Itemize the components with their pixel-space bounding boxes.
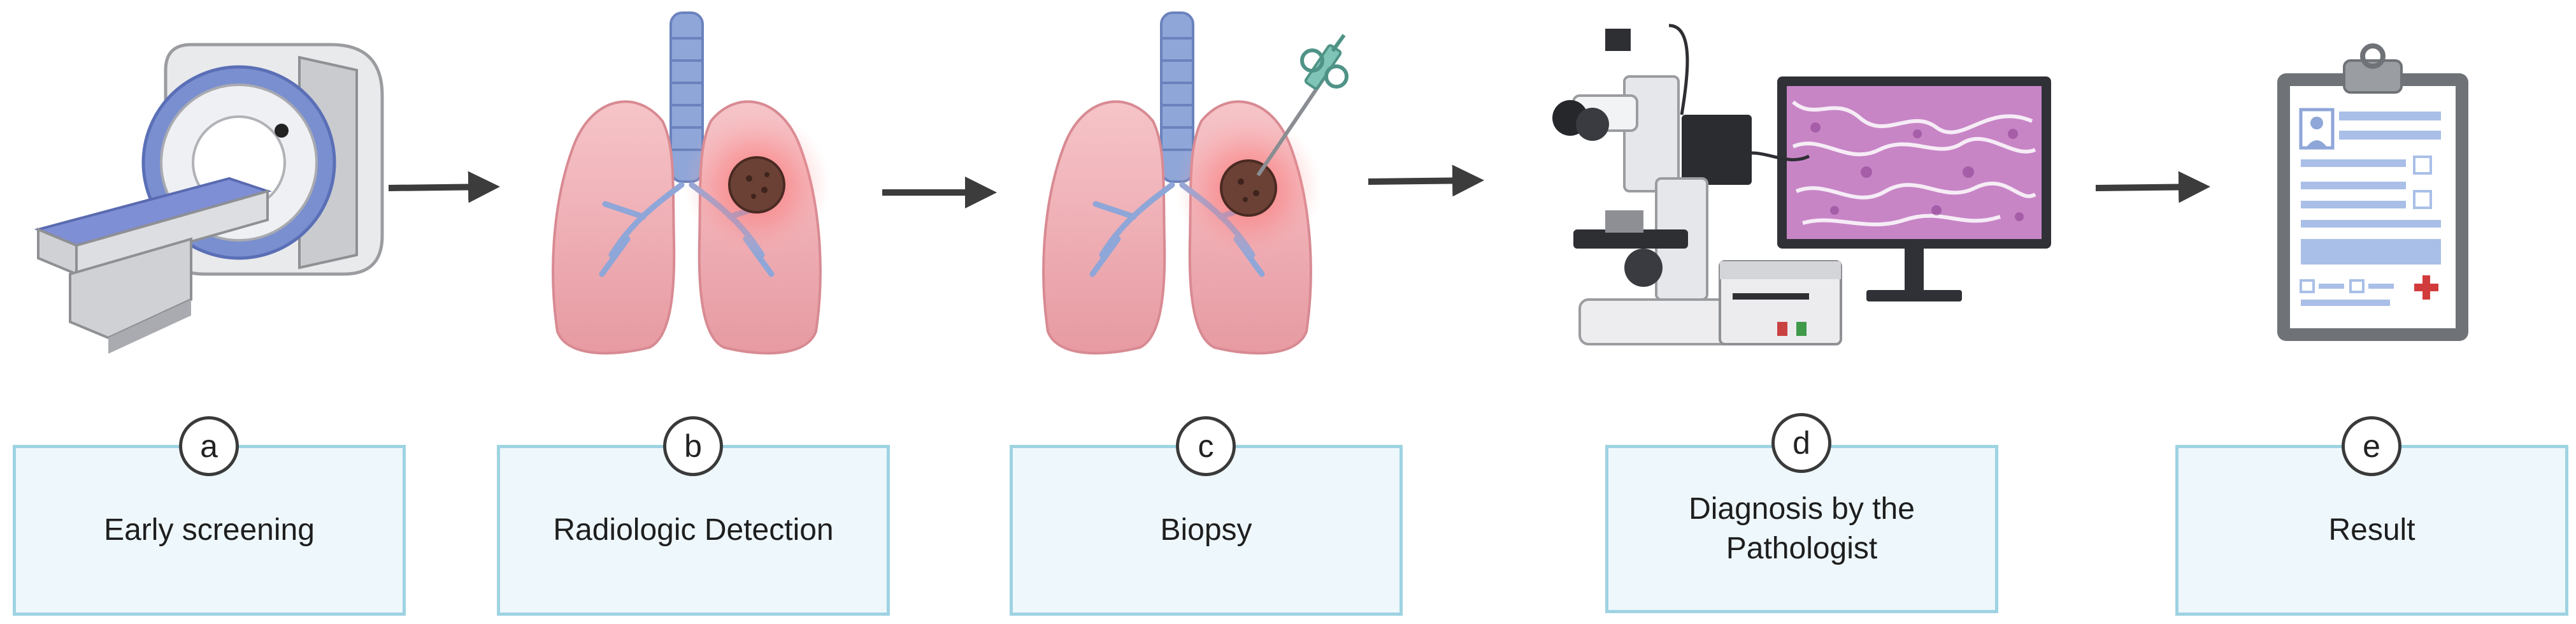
- step-label: Biopsy: [1160, 513, 1252, 547]
- step-box-diagnosis-by-pathologist: Diagnosis by the Pathologist: [1605, 445, 1998, 613]
- arrow-c-to-d: [1368, 164, 1484, 197]
- step-label: Result: [2328, 513, 2415, 547]
- microscope-and-monitor-icon: [1552, 24, 2051, 345]
- step-label: Early screening: [104, 513, 315, 547]
- lungs-with-tumor-icon: [552, 11, 830, 355]
- clipboard-report-icon: [2277, 43, 2468, 341]
- arrow-a-to-b: [388, 171, 500, 203]
- flow-arrows: [388, 164, 2210, 208]
- step-badge-a: a: [179, 416, 239, 476]
- mri-scanner-icon: [34, 43, 384, 354]
- lungs-biopsy-syringe-icon: [1042, 11, 1349, 355]
- arrow-d-to-e: [2095, 171, 2210, 203]
- step-badge-c: c: [1176, 416, 1236, 476]
- step-badge-d: d: [1771, 413, 1831, 473]
- step-badge-b: b: [663, 416, 723, 476]
- step-badge-e: e: [2342, 416, 2401, 476]
- step-label: Radiologic Detection: [553, 513, 834, 547]
- step-label: Diagnosis by the Pathologist: [1689, 492, 1915, 565]
